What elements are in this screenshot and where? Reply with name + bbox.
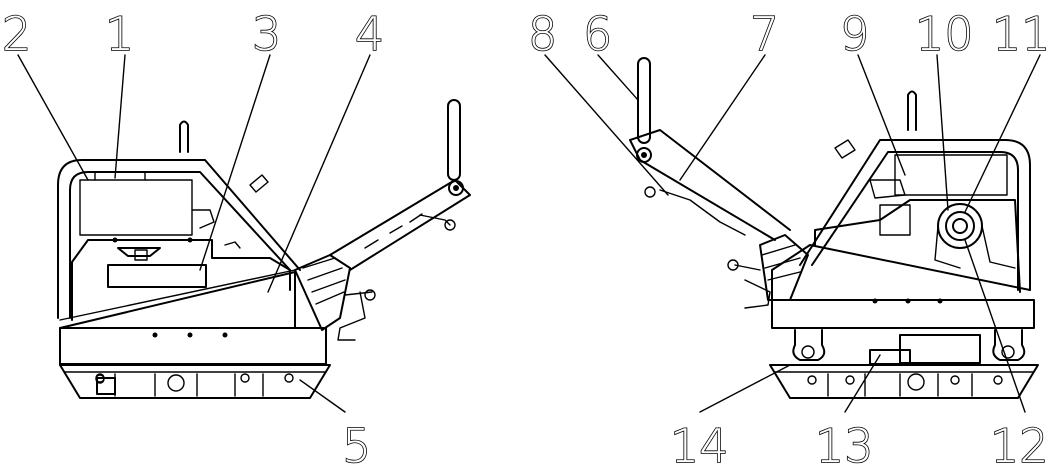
callout-8: 8 bbox=[528, 7, 557, 61]
right-body bbox=[771, 244, 1035, 329]
right-shock-mounts bbox=[792, 329, 1026, 365]
left-body bbox=[59, 269, 327, 365]
callout-5: 5 bbox=[342, 419, 371, 468]
callout-14: 14 bbox=[670, 419, 729, 468]
callout-6: 6 bbox=[583, 7, 612, 61]
callout-9: 9 bbox=[840, 7, 869, 61]
callout-11: 11 bbox=[992, 7, 1051, 61]
right-base-plate bbox=[769, 364, 1039, 399]
callout-3: 3 bbox=[252, 7, 281, 61]
callout-12: 12 bbox=[990, 419, 1049, 468]
left-base-plate bbox=[59, 364, 331, 399]
right-leader-lines bbox=[544, 54, 1041, 413]
callout-labels: 2 1 3 4 5 8 6 7 9 10 11 14 13 12 bbox=[1, 6, 1051, 468]
left-roll-bar bbox=[57, 120, 301, 319]
callout-1: 1 bbox=[105, 7, 134, 61]
callout-4: 4 bbox=[355, 7, 384, 61]
left-handle bbox=[294, 99, 471, 341]
callout-13: 13 bbox=[815, 419, 874, 468]
left-engine-block bbox=[71, 171, 291, 321]
right-machine-view bbox=[544, 54, 1041, 413]
callout-2: 2 bbox=[2, 7, 31, 61]
left-leader-lines bbox=[17, 54, 371, 413]
left-machine-view bbox=[17, 54, 471, 413]
callout-10: 10 bbox=[915, 7, 974, 61]
right-roll-bar bbox=[799, 90, 1031, 291]
callout-7: 7 bbox=[750, 7, 779, 61]
right-handle bbox=[629, 57, 809, 309]
right-engine bbox=[814, 154, 1021, 293]
